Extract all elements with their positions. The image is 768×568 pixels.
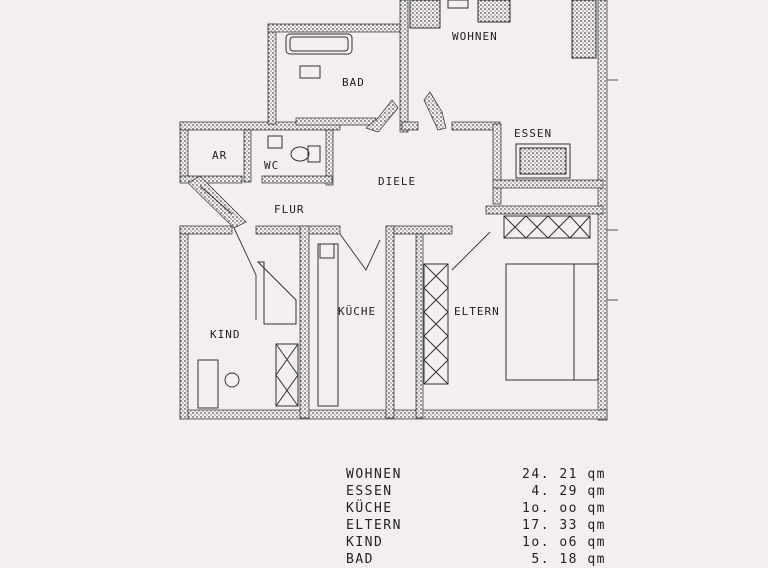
sofa [409, 0, 441, 29]
kind-closet [275, 343, 299, 407]
wall-wc-right [325, 129, 334, 186]
kind-bed [256, 261, 297, 325]
door-swings [199, 185, 491, 320]
wall-west-ar [179, 121, 189, 183]
area-room-name: KÜCHE [346, 501, 393, 516]
wc-sink [267, 135, 283, 149]
wall-kind-top [179, 225, 233, 235]
kind-desk [197, 359, 219, 409]
wall-west-lower [179, 225, 189, 420]
window-marks [607, 79, 618, 301]
room-label-eltern: ELTERN [454, 305, 500, 318]
area-table: WOHNEN 24. 21 qm ESSEN 4. 29 qm KÜCHE 1o. oo … [346, 466, 606, 568]
eltern-closet [423, 263, 449, 385]
area-row: ELTERN 17. 33 qm [346, 517, 606, 534]
area-row: WOHNEN 24. 21 qm [346, 466, 606, 483]
wall-ar-bottom [179, 175, 243, 184]
room-label-kind: KIND [210, 328, 241, 341]
wall-cabinet [571, 0, 597, 59]
area-room-name: WOHNEN [346, 467, 402, 482]
toilet [290, 146, 310, 162]
wall-ar-wc [243, 129, 252, 183]
kind-chair [224, 372, 240, 388]
dining-table [515, 143, 571, 179]
area-value: 1o. o6 qm [522, 535, 606, 550]
room-label-flur: FLUR [274, 203, 305, 216]
area-value: 24. 21 qm [522, 467, 606, 482]
bath-sink [299, 65, 321, 79]
wall-kind-kueche [299, 225, 310, 419]
wall-diag-flur [187, 175, 247, 229]
wall-kueche-top [255, 225, 341, 235]
armchair [477, 0, 511, 23]
area-value: 17. 33 qm [522, 518, 606, 533]
wall-eltern-top-left [385, 225, 453, 235]
wall-bad-top [267, 23, 409, 33]
room-label-wc: WC [264, 159, 280, 172]
area-value: 1o. oo qm [522, 501, 606, 516]
stove [319, 243, 335, 259]
wall-ar-top [179, 121, 341, 131]
side-table [447, 0, 469, 9]
wall-bad-wohnen [399, 0, 409, 133]
wall-essen-bottom [492, 179, 604, 189]
room-label-essen: ESSEN [514, 127, 553, 140]
wall-diele-right [492, 123, 502, 205]
wall-bad-bottom-left [295, 117, 377, 126]
wall-eltern-top-right [485, 205, 604, 215]
room-label-bad: BAD [342, 76, 365, 89]
wall-diag-wohnen [423, 91, 447, 131]
area-value: 4. 29 qm [531, 484, 606, 499]
wall-kueche-eltern [385, 225, 395, 419]
area-row: ESSEN 4. 29 qm [346, 483, 606, 500]
area-row: KÜCHE 1o. oo qm [346, 500, 606, 517]
bed [505, 263, 599, 381]
area-row: KIND 1o. o6 qm [346, 534, 606, 551]
wall-diag-bad [365, 99, 399, 133]
room-label-wohnen: WOHNEN [452, 30, 498, 43]
eltern-wardrobe [503, 215, 591, 239]
room-label-ar: AR [212, 149, 228, 162]
wall-bad-left [267, 23, 277, 125]
wall-wohnen-bottom [401, 121, 419, 131]
room-label-diele: DIELE [378, 175, 417, 188]
wall-wc-bottom [261, 175, 333, 184]
area-room-name: ESSEN [346, 484, 393, 499]
area-room-name: ELTERN [346, 518, 402, 533]
kitchen-counter [317, 243, 339, 407]
furniture [197, 0, 599, 409]
wall-eltern-inner [415, 233, 424, 419]
walls [179, 0, 608, 421]
room-label-kueche: KÜCHE [338, 305, 377, 318]
area-room-name: KIND [346, 535, 384, 550]
bathtub [285, 33, 353, 55]
